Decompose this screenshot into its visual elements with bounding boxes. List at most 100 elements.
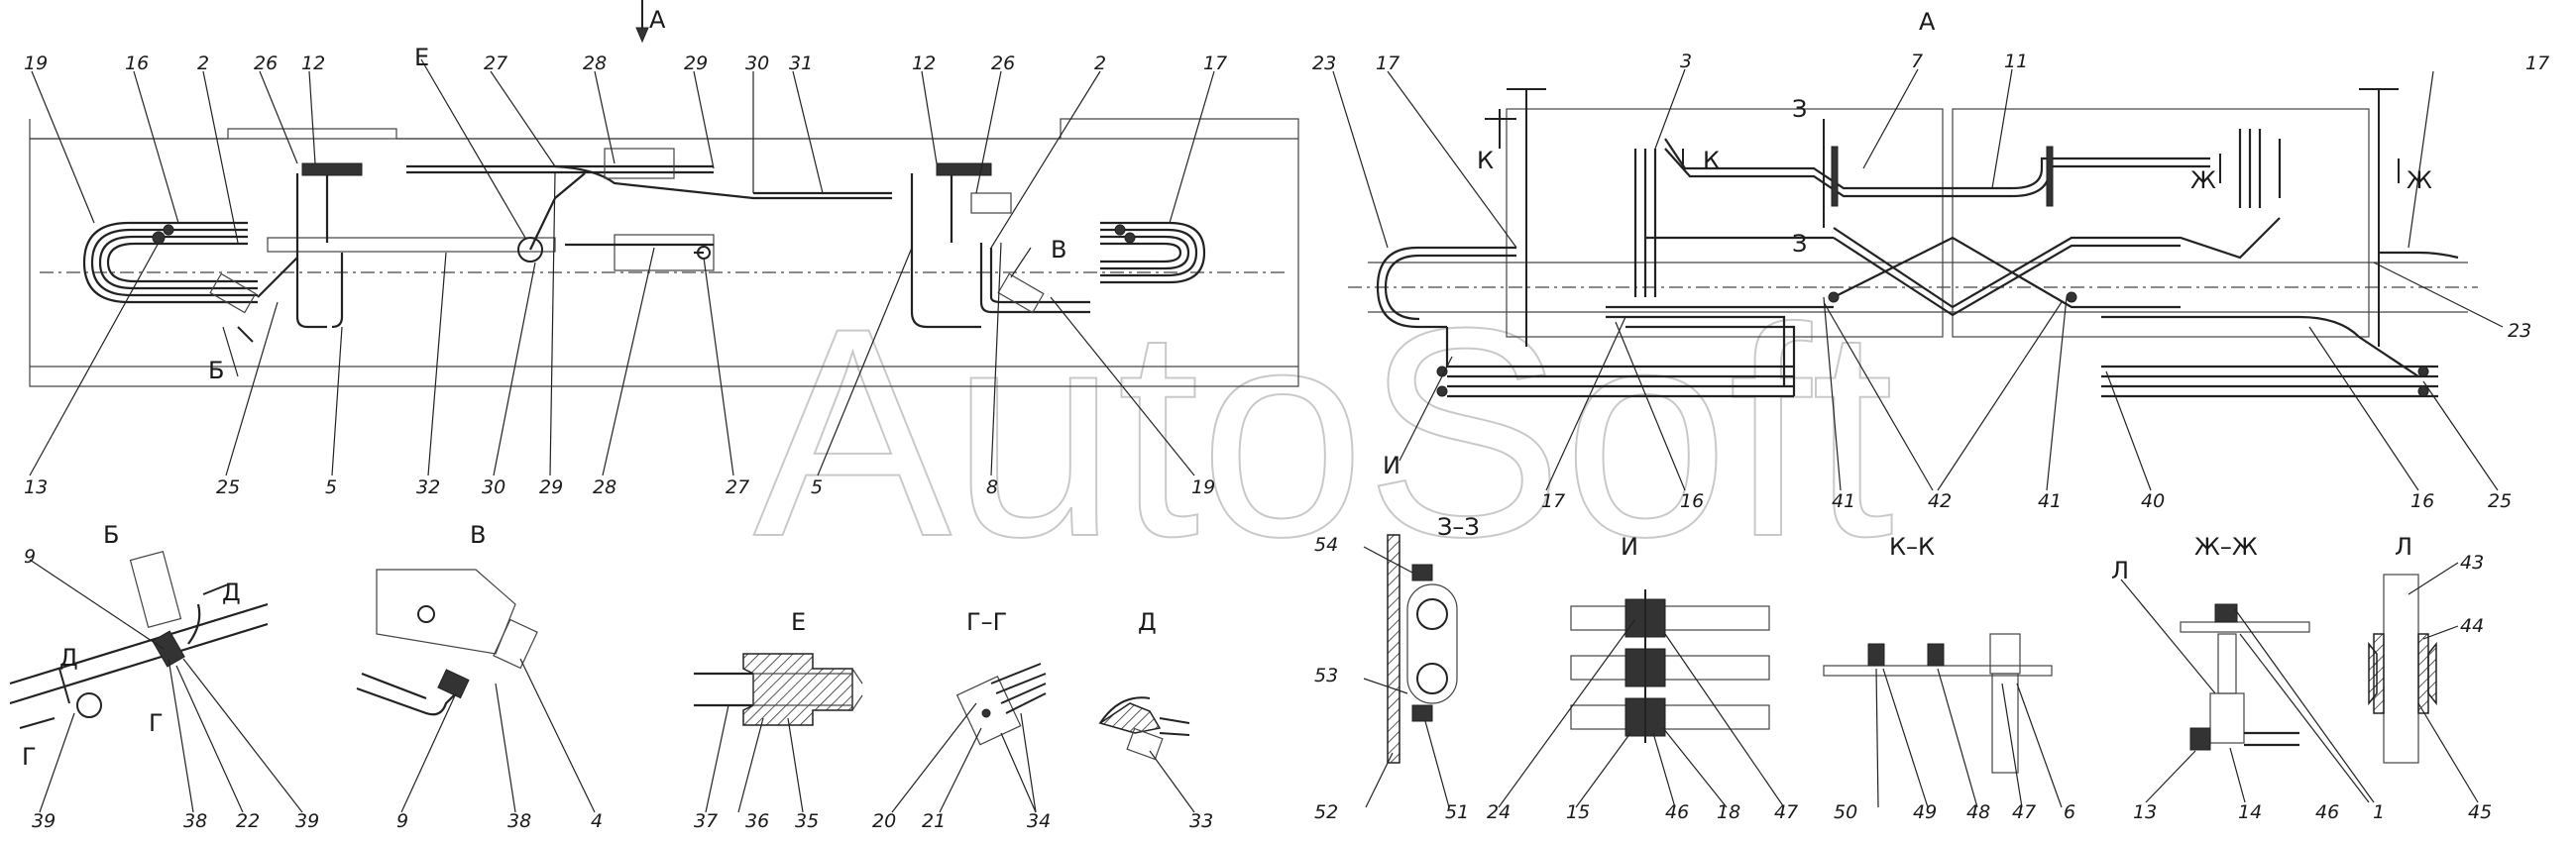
watermark: AutoSoft <box>753 265 1895 598</box>
callout-p11: 11 <box>2004 51 2028 72</box>
section-mark-G-left: Г <box>22 743 37 771</box>
callout-p7: 7 <box>1911 51 1923 72</box>
callout-d47b: 47 <box>2012 801 2036 823</box>
callout-19b: 19 <box>1191 476 1215 498</box>
plan-view <box>1332 68 2504 491</box>
callout-d39b: 39 <box>295 810 319 832</box>
callout-d46b: 46 <box>2315 801 2339 823</box>
callout-p17: 17 <box>1376 53 1400 74</box>
callout-p25: 25 <box>2488 490 2512 512</box>
callout-d4: 4 <box>591 810 603 832</box>
callout-p17c: 17 <box>1541 490 1565 512</box>
callout-28: 28 <box>583 53 607 74</box>
detail-D-title: Д <box>1138 608 1157 636</box>
callout-28b: 28 <box>593 476 616 498</box>
detail-L: Л 43 44 45 <box>2368 533 2492 823</box>
callout-d49: 49 <box>1913 801 1937 823</box>
callout-p41: 41 <box>1832 490 1855 512</box>
callout-p23b: 23 <box>2508 320 2531 342</box>
callout-d14: 14 <box>2238 801 2262 823</box>
callout-d45: 45 <box>2468 801 2492 823</box>
callout-E: Е <box>414 44 429 71</box>
callout-d46: 46 <box>1665 801 1689 823</box>
section-mark-Z-bottom: З <box>1792 230 1807 258</box>
callout-p16: 16 <box>1680 490 1704 512</box>
callout-p3: 3 <box>1680 51 1692 72</box>
detail-Zh-Zh-title: Ж–Ж <box>2194 533 2258 561</box>
callout-13: 13 <box>24 476 48 498</box>
callout-d21: 21 <box>922 810 946 832</box>
callout-29b: 29 <box>539 476 563 498</box>
callout-d35: 35 <box>795 810 819 832</box>
callout-d22: 22 <box>236 810 260 832</box>
detail-G-G-title: Г–Г <box>966 608 1007 636</box>
callout-p42: 42 <box>1928 490 1952 512</box>
callout-d54: 54 <box>1314 534 1338 556</box>
callout-12b: 12 <box>912 53 936 74</box>
section-mark-Z-top: З <box>1792 95 1807 123</box>
detail-V: В 9 38 4 <box>356 521 603 832</box>
callout-d1: 1 <box>2373 801 2385 823</box>
callout-d48: 48 <box>1966 801 1990 823</box>
callout-30: 30 <box>745 53 769 74</box>
callout-p16b: 16 <box>2410 490 2434 512</box>
callout-d13: 13 <box>2133 801 2157 823</box>
callout-2b: 2 <box>1094 53 1106 74</box>
detail-Zh-Zh: Ж–Ж Л 13 14 46 1 <box>2111 533 2385 823</box>
callout-d9b: 9 <box>396 810 408 832</box>
main-view-arrow-label: А <box>649 6 666 34</box>
section-mark-L: Л <box>2111 557 2129 584</box>
callout-p23: 23 <box>1312 53 1336 74</box>
callout-8: 8 <box>986 476 998 498</box>
detail-K-K: К–К 50 49 48 47 6 <box>1823 533 2075 823</box>
detail-I-title: И <box>1621 533 1638 561</box>
detail-Z-Z: З–З 54 53 52 51 <box>1314 513 1480 823</box>
section-mark-K-right: К <box>1703 147 1720 174</box>
section-mark-D-left: Д <box>59 644 78 672</box>
section-mark-K-left: К <box>1477 147 1494 174</box>
section-mark-D-right: Д <box>222 579 241 606</box>
callout-2: 2 <box>197 53 209 74</box>
side-view <box>29 0 1299 476</box>
callout-12: 12 <box>301 53 325 74</box>
detail-I: И 24 15 46 18 47 <box>1487 533 1798 823</box>
callout-I: И <box>1383 452 1400 479</box>
callout-26b: 26 <box>991 53 1015 74</box>
plan-view-title: А <box>1919 8 1936 36</box>
callout-d9: 9 <box>24 546 36 568</box>
callout-26: 26 <box>254 53 278 74</box>
callout-d52: 52 <box>1314 801 1338 823</box>
detail-G-G: Г–Г 20 21 34 <box>872 608 1051 832</box>
callout-32: 32 <box>416 476 440 498</box>
callout-19: 19 <box>24 53 48 74</box>
detail-K-K-title: К–К <box>1889 533 1935 561</box>
callout-V: В <box>1051 236 1066 263</box>
callout-d44: 44 <box>2460 615 2484 637</box>
callout-d33: 33 <box>1189 810 1213 832</box>
detail-E: Е 37 36 35 <box>694 608 863 832</box>
callout-d18: 18 <box>1717 801 1740 823</box>
side-view-callouts: А 19 16 2 26 12 Е 27 28 29 30 31 12 26 2… <box>24 6 1227 498</box>
callout-d36: 36 <box>745 810 769 832</box>
callout-d50: 50 <box>1834 801 1857 823</box>
detail-Z-Z-title: З–З <box>1437 513 1480 541</box>
detail-B-title: Б <box>103 521 119 549</box>
callout-16: 16 <box>125 53 149 74</box>
detail-E-title: Е <box>791 608 806 636</box>
callout-d6: 6 <box>2064 801 2075 823</box>
callout-p41b: 41 <box>2038 490 2062 512</box>
callout-29: 29 <box>684 53 708 74</box>
section-mark-G-right: Г <box>149 709 164 737</box>
callout-5: 5 <box>325 476 337 498</box>
callout-d38b: 38 <box>507 810 531 832</box>
section-mark-Zh-left: Ж <box>2190 166 2216 194</box>
callout-30b: 30 <box>482 476 505 498</box>
callout-B: Б <box>208 357 224 384</box>
callout-p17b: 17 <box>2525 53 2549 74</box>
callout-5b: 5 <box>811 476 823 498</box>
detail-L-title: Л <box>2395 533 2412 561</box>
callout-d20: 20 <box>872 810 896 832</box>
callout-27: 27 <box>484 53 507 74</box>
callout-d24: 24 <box>1487 801 1511 823</box>
